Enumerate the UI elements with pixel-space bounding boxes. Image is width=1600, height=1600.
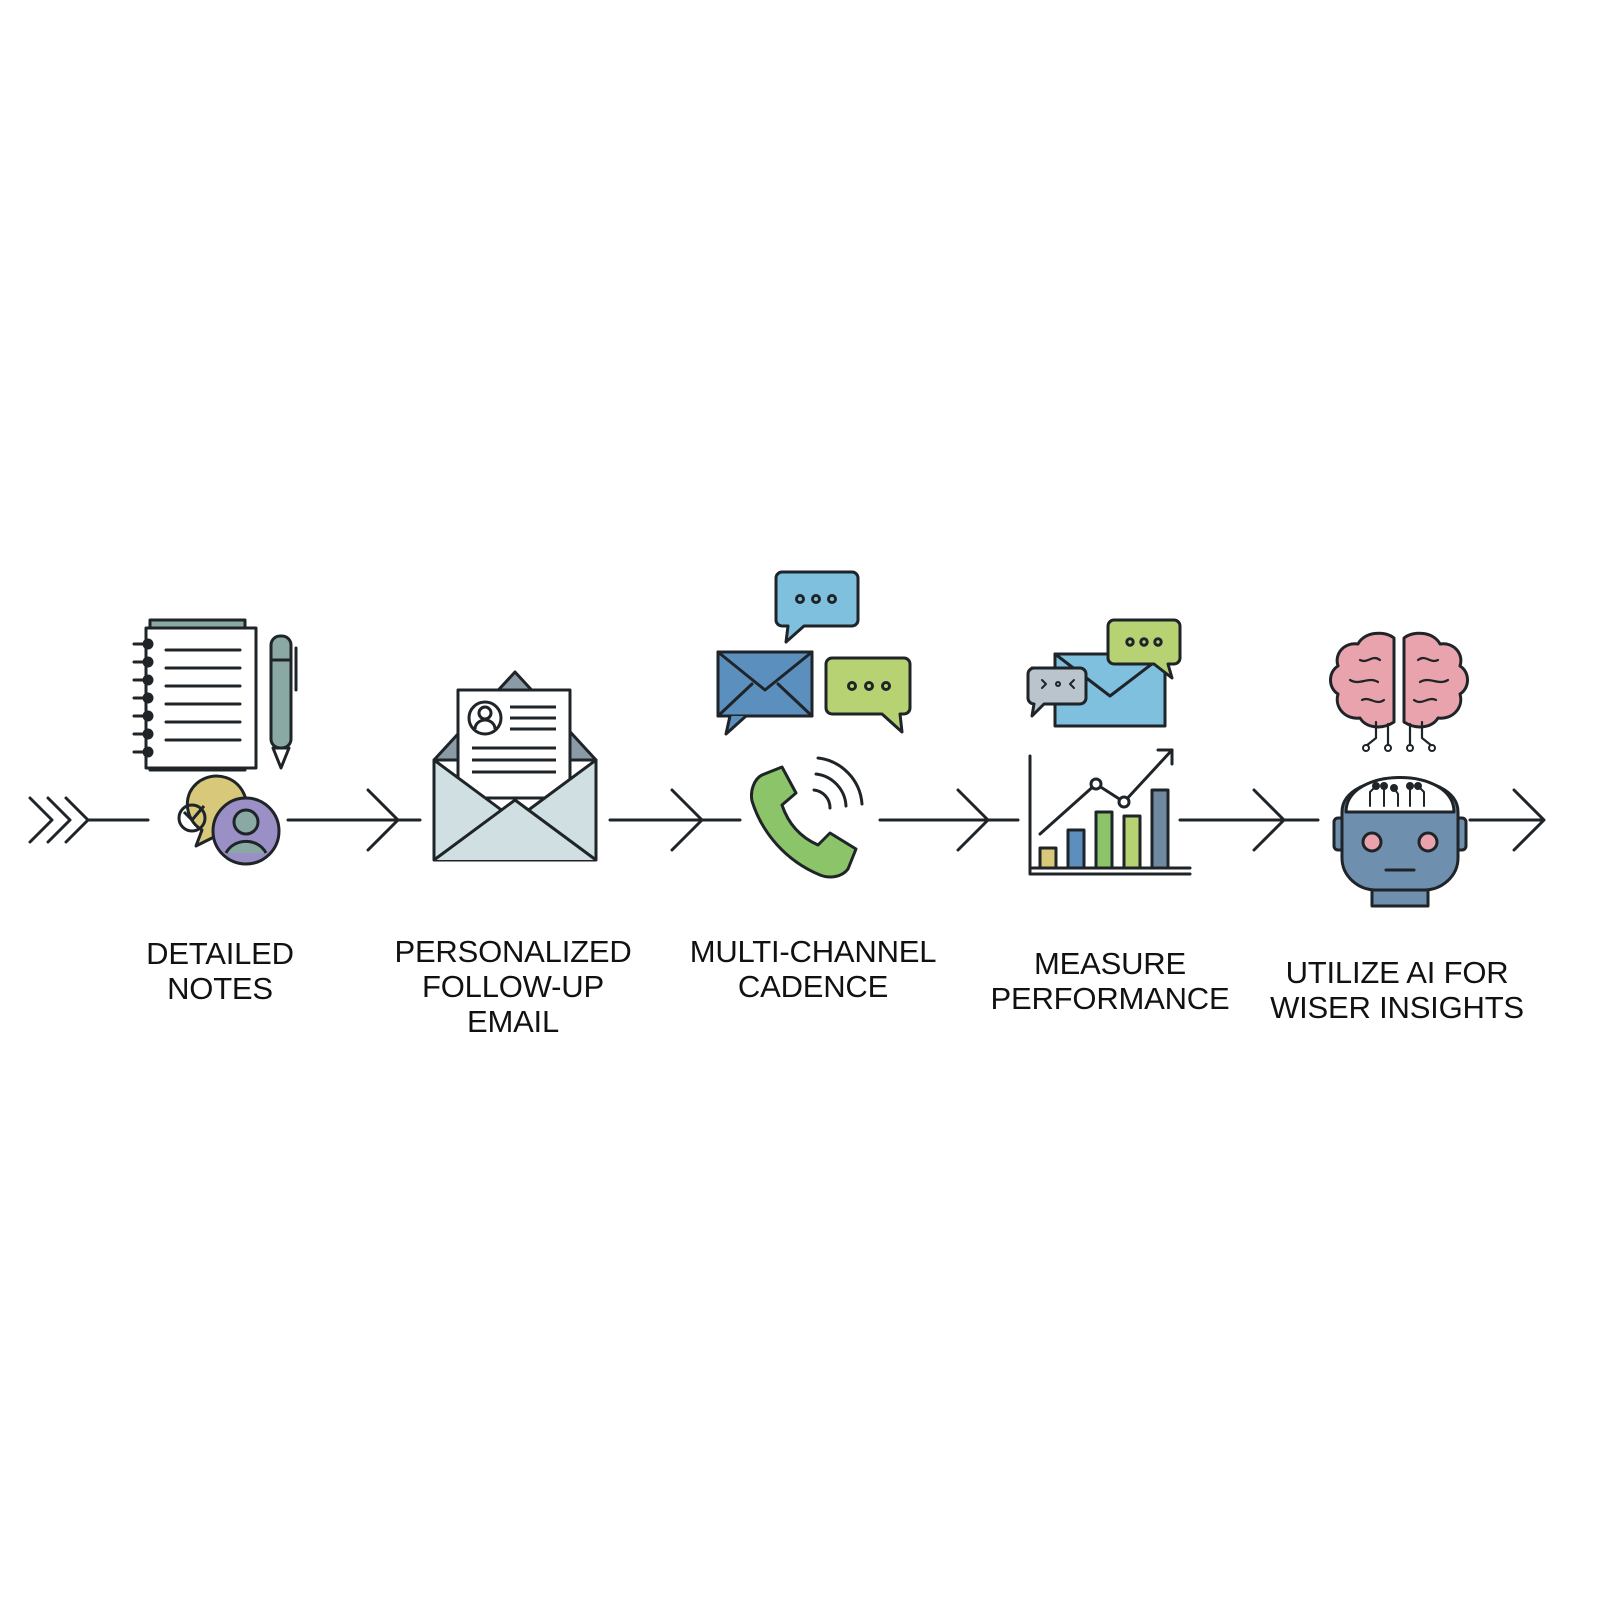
flow-connectors [28,788,1546,852]
step-label-personalized-follow-up-email: PERSONALIZED FOLLOW-UP EMAIL [394,934,632,1039]
arrow-head-4 [1252,788,1286,852]
phone-messages-icon [716,570,912,879]
chat-avatars-icon [177,774,281,866]
start-chevrons-icon [28,796,90,844]
arrow-head-3 [956,788,990,852]
step-label-multi-channel-cadence: MULTI-CHANNEL CADENCE [689,934,937,1004]
envelope-letter-icon [432,670,598,862]
arrow-head-5 [1512,788,1546,852]
ai-robot-brain-icon [1329,631,1469,908]
step-label-detailed-notes: DETAILED NOTES [146,936,294,1006]
notebook-pen-icon [132,618,298,772]
bar-chart-icon [1026,618,1192,876]
arrow-head-1 [366,788,400,852]
step-label-measure-performance: MEASURE PERFORMANCE [990,946,1230,1016]
step-label-utilize-ai: UTILIZE AI FOR WISER INSIGHTS [1270,955,1524,1025]
arrow-head-2 [670,788,704,852]
